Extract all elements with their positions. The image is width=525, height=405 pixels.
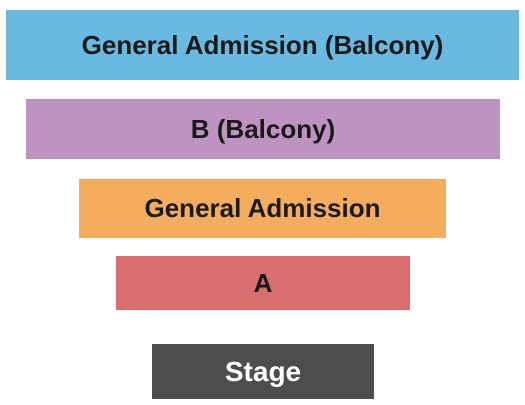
- stage: Stage: [152, 344, 374, 399]
- section-a[interactable]: A: [116, 256, 410, 310]
- section-general-admission[interactable]: General Admission: [79, 179, 446, 238]
- section-b-balcony[interactable]: B (Balcony): [26, 99, 500, 159]
- section-general-admission-balcony[interactable]: General Admission (Balcony): [6, 10, 519, 80]
